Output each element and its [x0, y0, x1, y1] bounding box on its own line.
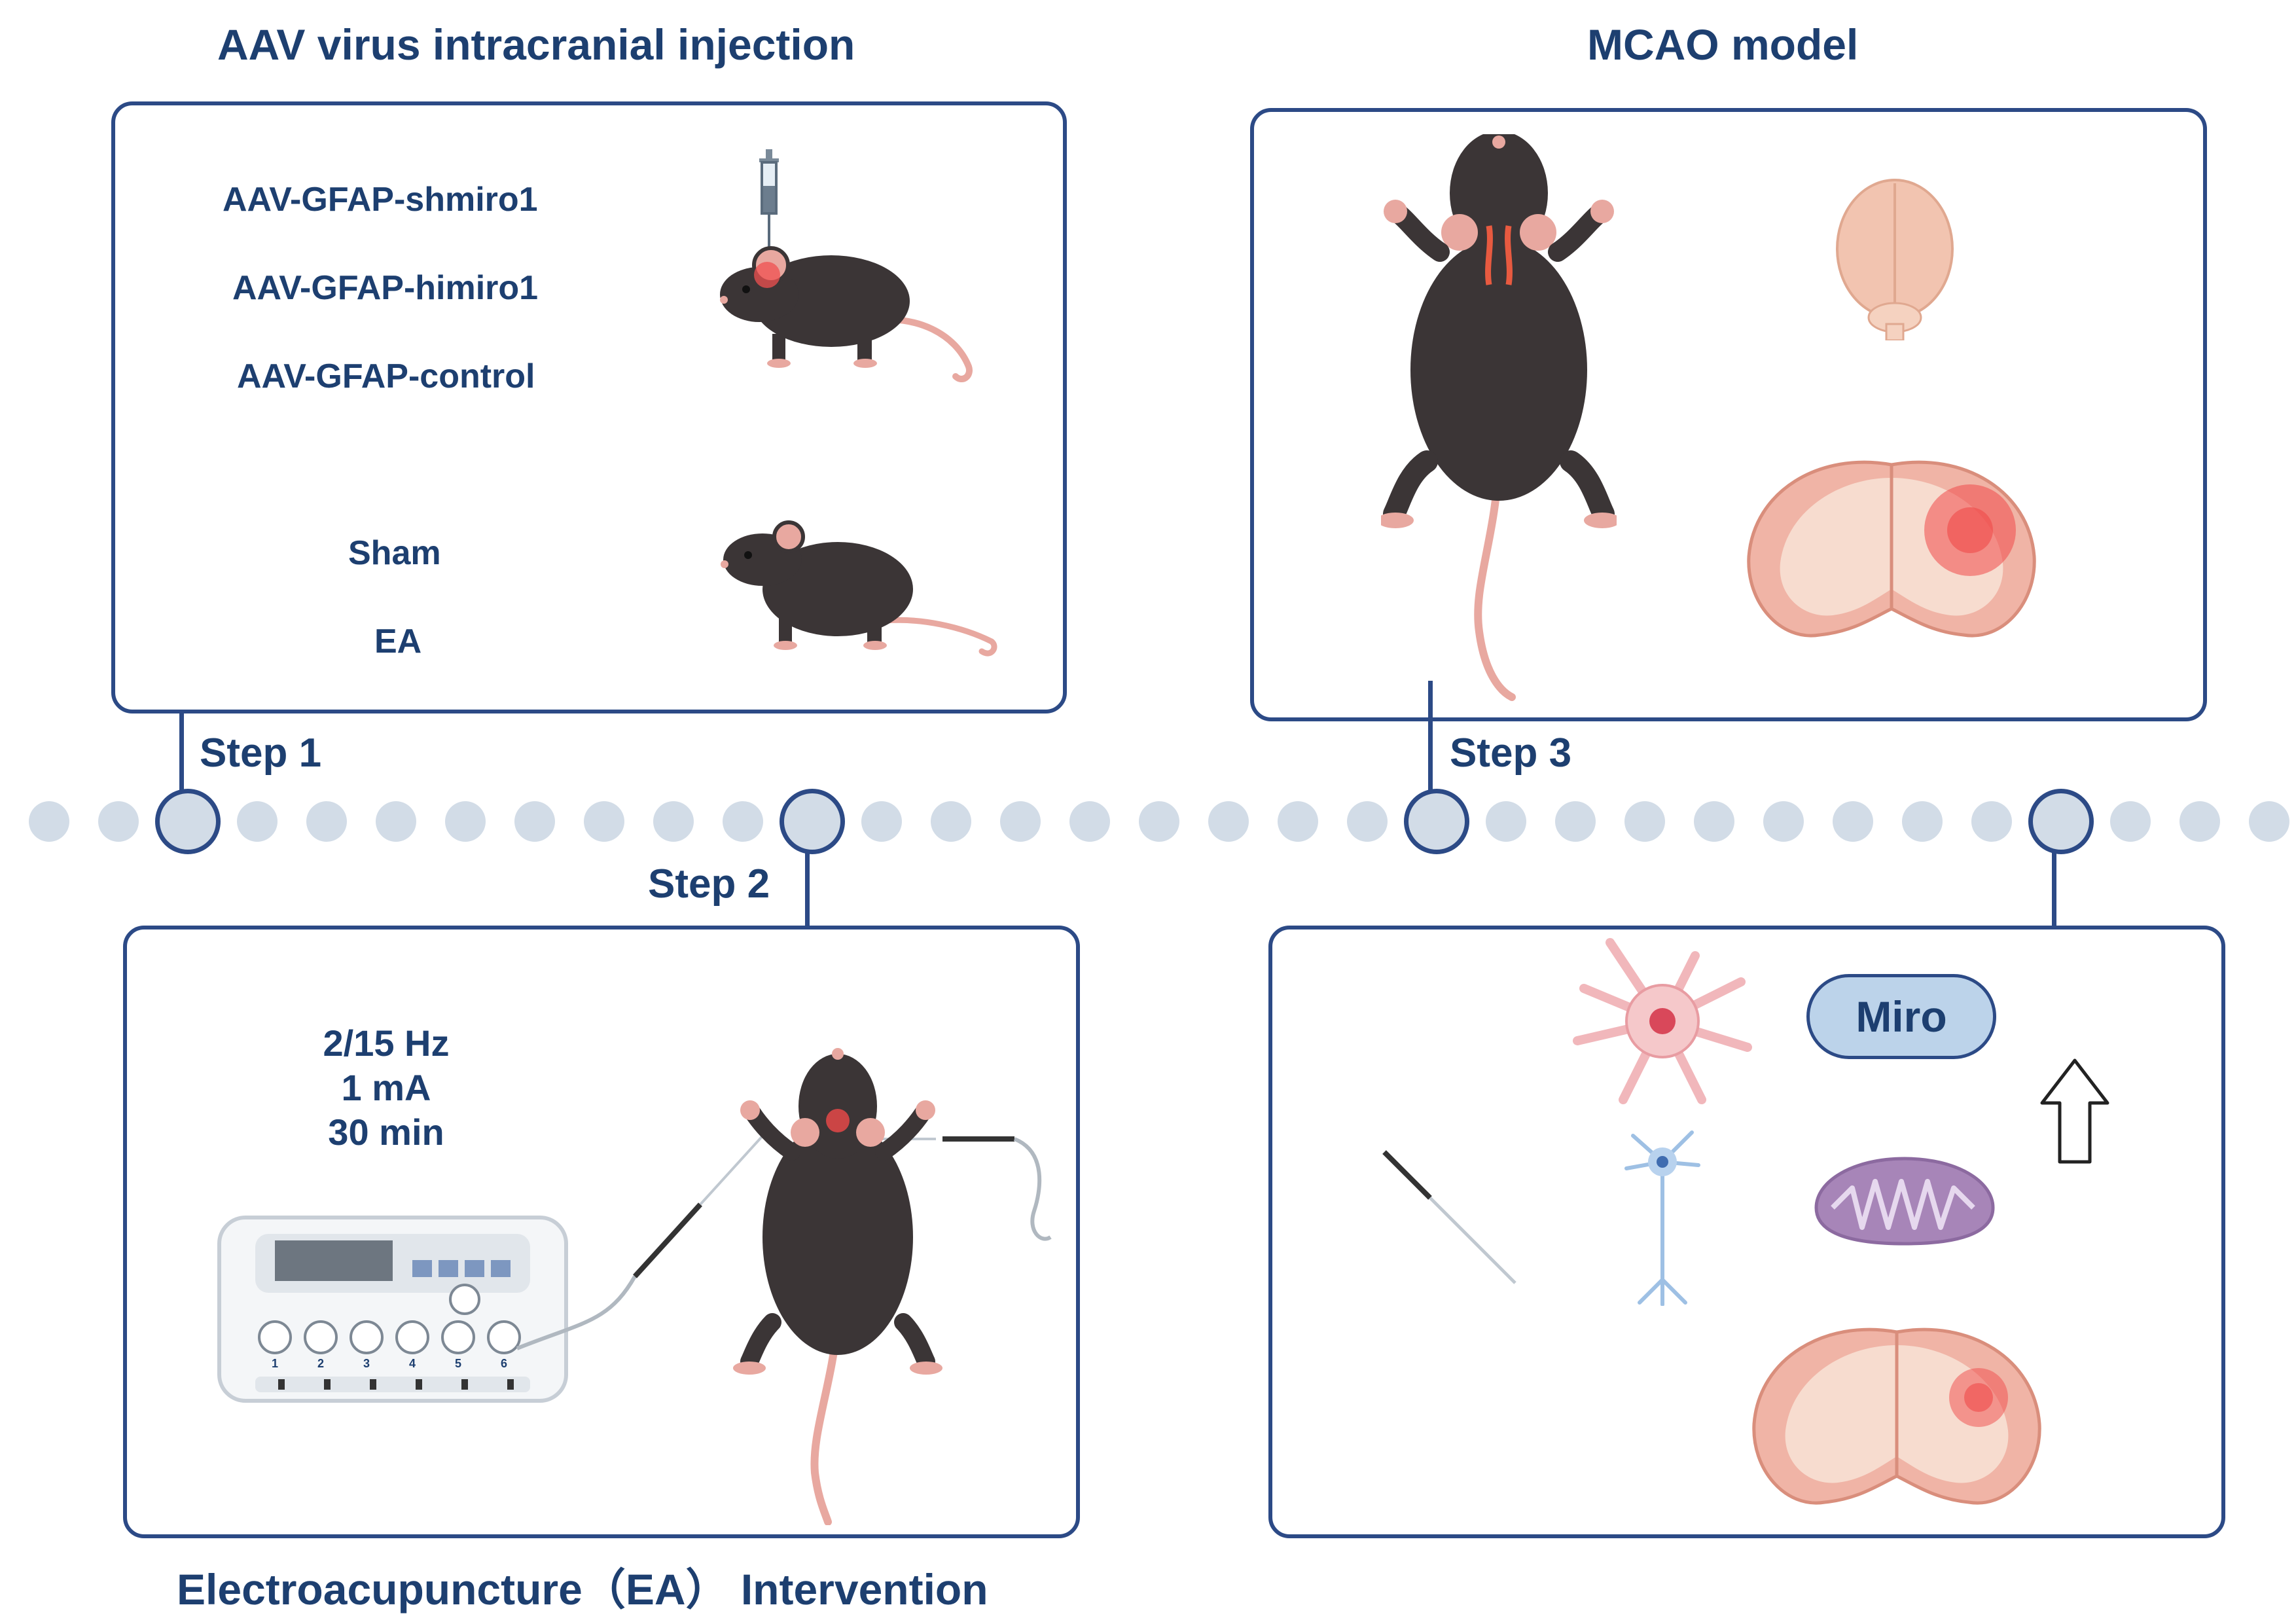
miro-pill: Miro [1806, 974, 1996, 1059]
ea-duration: 30 min [328, 1111, 444, 1153]
ea-frequency: 2/15 Hz [323, 1022, 450, 1064]
panel-mcao-model [1250, 108, 2207, 721]
stimulator-icon: 1 2 3 4 5 6 [217, 1216, 568, 1403]
syringe-icon [759, 149, 779, 259]
timeline-dot [1069, 801, 1110, 842]
up-arrow-icon [2040, 1058, 2109, 1164]
timeline-dot [306, 801, 347, 842]
timeline-dot [1278, 801, 1318, 842]
timeline-step-marker [1404, 789, 1469, 854]
channel-label: 6 [501, 1357, 507, 1370]
timeline-dot [1555, 801, 1596, 842]
panel-outcome [1268, 926, 2225, 1538]
timeline-step-marker [2028, 789, 2094, 854]
connector-outcome [2052, 851, 2056, 926]
mouse-icon [1381, 134, 1617, 701]
astrocyte-icon [1573, 938, 1752, 1104]
timeline-dot [861, 801, 902, 842]
title-ea-intervention: Electroacupuncture（EA） Intervention [177, 1565, 988, 1614]
timeline-dot [584, 801, 624, 842]
connector-step2 [805, 851, 810, 926]
step-1-label: Step 1 [200, 731, 322, 776]
timeline-dot [2249, 801, 2289, 842]
channel-label: 1 [272, 1357, 278, 1370]
ea-current: 1 mA [341, 1067, 431, 1108]
coronal-brain-icon [1752, 1327, 2041, 1505]
timeline-dot [2179, 801, 2220, 842]
connector-step3 [1428, 681, 1433, 792]
timeline-dot [1763, 801, 1804, 842]
timeline-dot [29, 801, 69, 842]
title-aav-injection: AAV virus intracranial injection [217, 20, 855, 69]
mouse-icon [720, 246, 973, 382]
timeline-dot [1139, 801, 1179, 842]
timeline-dot [98, 801, 139, 842]
timeline-dot [653, 801, 694, 842]
brain-icon [1836, 179, 1954, 340]
group-label-control: AAV-GFAP-control [237, 357, 535, 395]
timeline-dot [1486, 801, 1526, 842]
panel-aav-injection [111, 101, 1067, 713]
miro-label: Miro [1856, 992, 1947, 1041]
channel-label: 5 [455, 1357, 461, 1370]
group-label-shmiro1: AAV-GFAP-shmiro1 [223, 181, 538, 219]
timeline-step-marker [780, 789, 845, 854]
mouse-icon [733, 1048, 942, 1525]
timeline-step-marker [155, 789, 221, 854]
step-3-label: Step 3 [1450, 731, 1572, 776]
ea-parameters: 2/15 Hz 1 mA 30 min [288, 1021, 484, 1155]
connector-step1 [179, 713, 184, 792]
timeline-dot [1694, 801, 1734, 842]
group-label-himiro1: AAV-GFAP-himiro1 [232, 269, 539, 307]
mitochondria-icon [1814, 1157, 1995, 1246]
timeline-dot [1833, 801, 1873, 842]
timeline-dot [1347, 801, 1388, 842]
timeline-dot [1624, 801, 1665, 842]
group-label-sham: Sham [348, 534, 441, 572]
title-mcao-model: MCAO model [1587, 20, 1859, 69]
neuron-icon [1624, 1130, 1700, 1306]
timeline-dot [376, 801, 416, 842]
timeline-dot [1971, 801, 2012, 842]
timeline-dot [1208, 801, 1249, 842]
needle-icon [1382, 1150, 1516, 1284]
timeline-dot [2110, 801, 2151, 842]
timeline-dot [514, 801, 555, 842]
step-2-label: Step 2 [648, 861, 770, 907]
coronal-brain-icon [1747, 460, 2036, 638]
timeline-dot [723, 801, 763, 842]
mouse-icon [721, 520, 997, 657]
channel-label: 2 [317, 1357, 324, 1370]
timeline-dot [931, 801, 971, 842]
timeline-dot [445, 801, 486, 842]
timeline-dot [1902, 801, 1943, 842]
timeline-dot [1000, 801, 1041, 842]
channel-label: 3 [363, 1357, 370, 1370]
timeline-dot [237, 801, 278, 842]
channel-label: 4 [409, 1357, 416, 1370]
group-label-ea: EA [374, 623, 422, 660]
